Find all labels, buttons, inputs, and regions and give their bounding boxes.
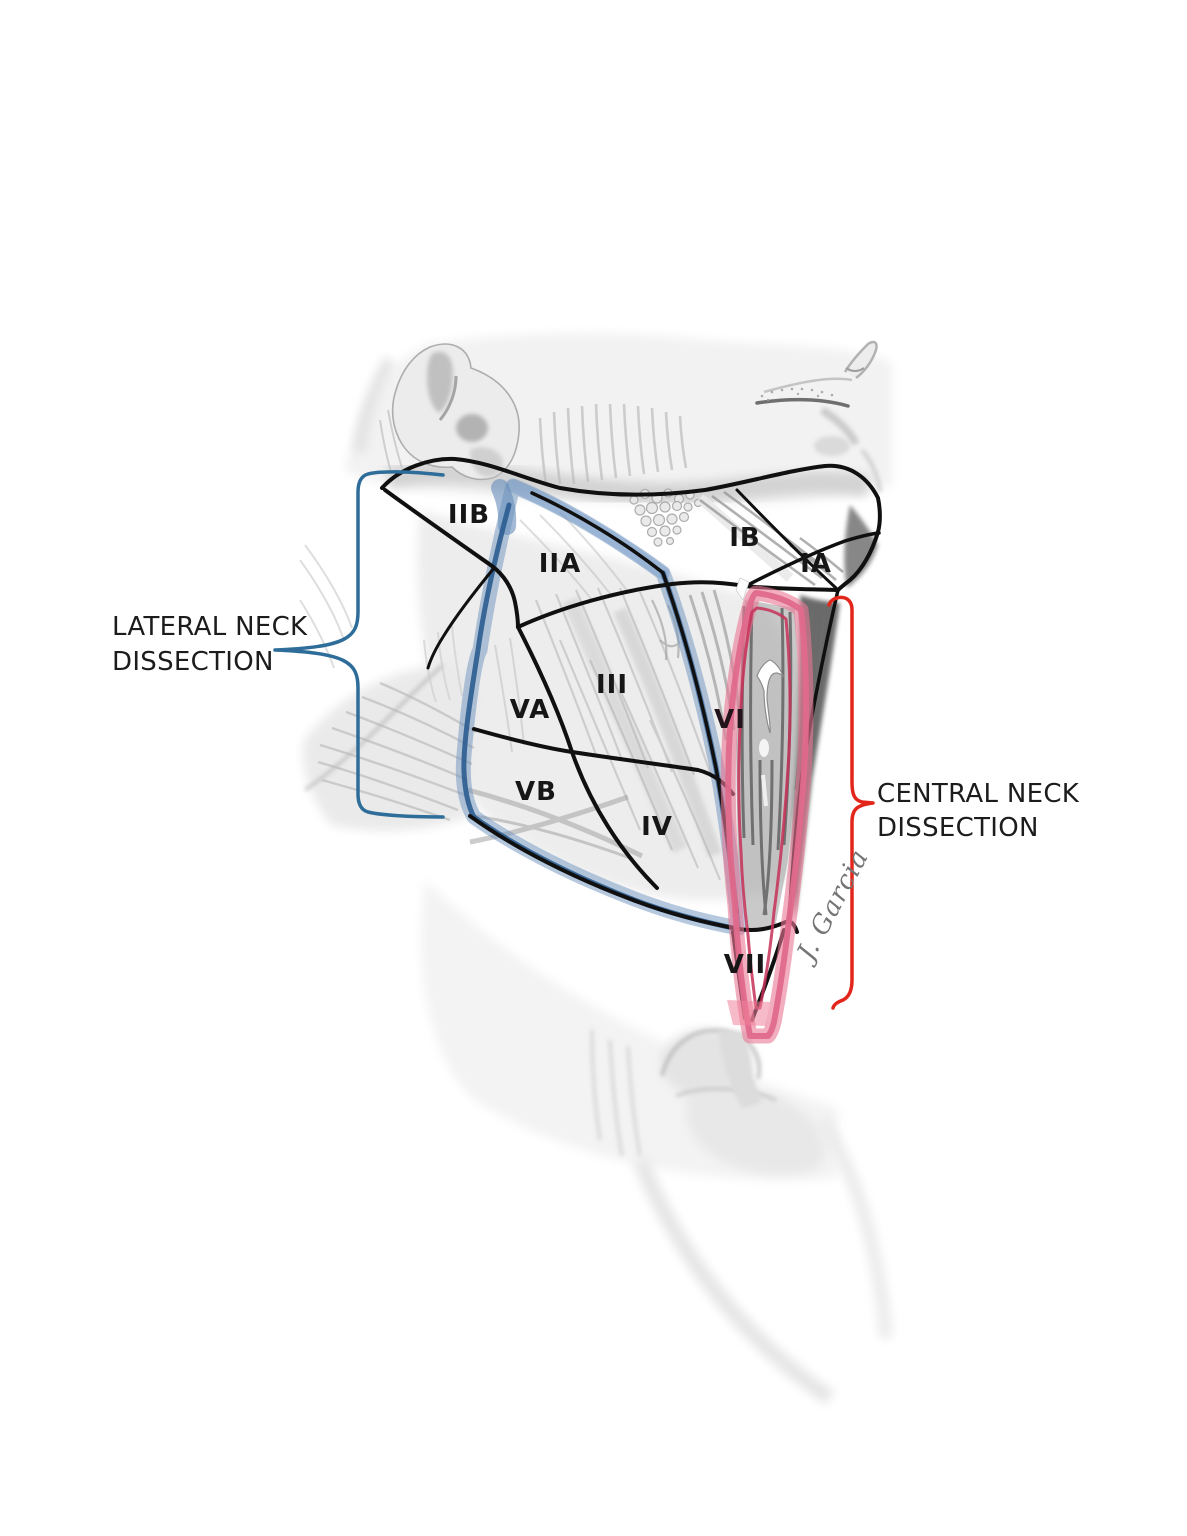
muscle-texture (467, 488, 878, 928)
central-annotation-line1: CENTRAL NECK (877, 779, 1080, 809)
outline-chin-edge (836, 530, 880, 592)
outline-digastric-upper (742, 531, 881, 589)
lateral-bracket (273, 470, 445, 819)
lateral-annotation-line1: LATERAL NECK (112, 612, 308, 642)
zone-label-ia: IA (800, 549, 832, 579)
cheek-hatching (538, 403, 688, 485)
zone-label-iii: III (596, 670, 628, 700)
lateral-annotation-line2: DISSECTION (112, 647, 274, 677)
zone-label-vi: VI (714, 705, 746, 735)
zone-label-ib: IB (729, 523, 761, 553)
outline-hyoid-level (516, 580, 840, 629)
zone-label-iib: IIB (448, 500, 490, 530)
zone-outlines (380, 456, 882, 1022)
larynx-highlight (756, 659, 785, 734)
zone-label-vb: VB (515, 777, 557, 807)
zone-label-iv: IV (641, 812, 673, 842)
outline-posterior-edge (426, 566, 496, 670)
zone-label-vii: VII (724, 950, 766, 980)
lateral-annotation: LATERAL NECK DISSECTION (112, 612, 308, 677)
zone-label-va: VA (510, 695, 550, 725)
outline-scm-upper (530, 491, 664, 574)
outline-cricoid-level (472, 727, 735, 796)
central-annotation-line2: DISSECTION (877, 813, 1039, 843)
central-dissection-outline (720, 585, 814, 1044)
lips-nose-sketch (755, 340, 882, 493)
ear-sketch (379, 343, 520, 481)
outline-jaw (380, 456, 882, 534)
central-bracket (827, 595, 875, 1010)
outline-iib-lower (383, 488, 520, 629)
zone-label-iia: IIA (539, 549, 581, 579)
zone-labels: IIB IIA IB IA III VA VB IV VI VII (448, 500, 832, 980)
hyoid-highlight (735, 577, 750, 601)
outline-digastric-lower (735, 488, 838, 590)
central-annotation: CENTRAL NECK DISSECTION (877, 779, 1080, 843)
